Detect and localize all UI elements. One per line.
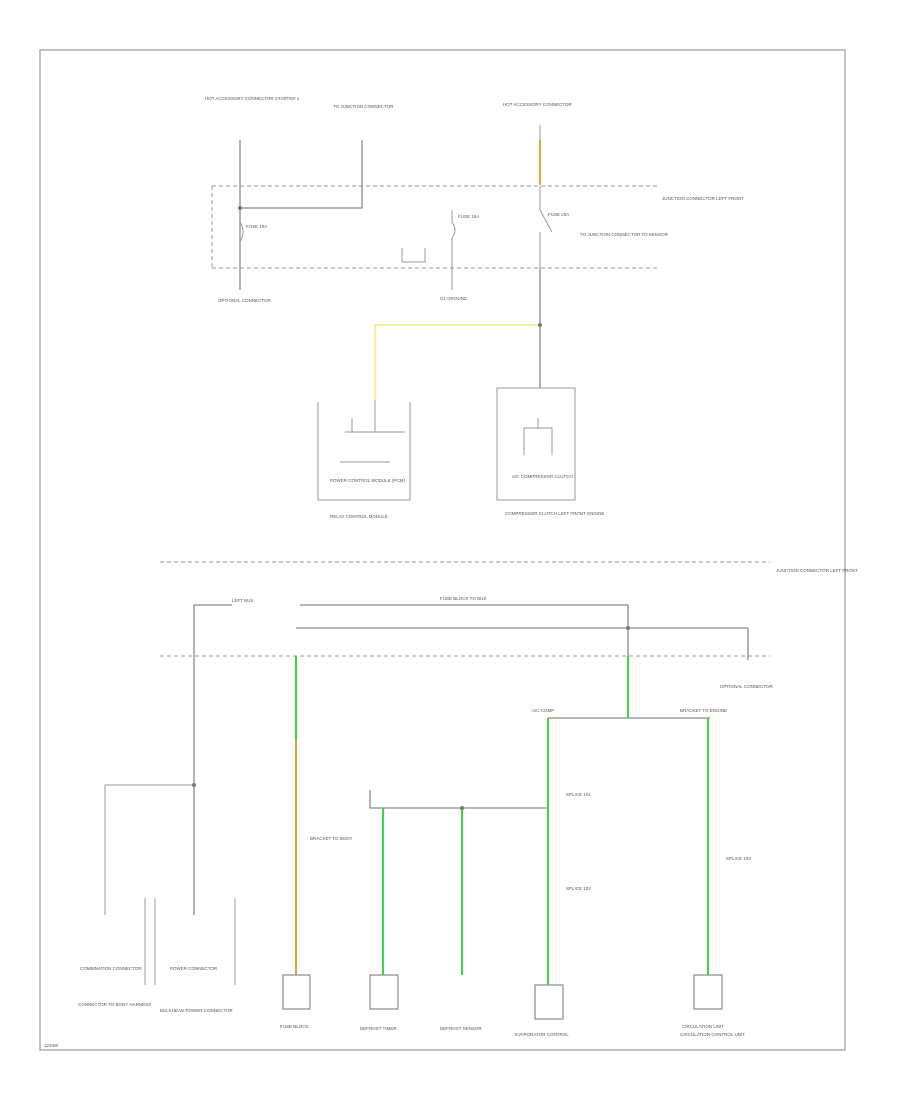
comp-2-label: POWER CONNECTOR — [170, 966, 218, 971]
fuse-right-label: FUSE 20A — [548, 212, 569, 217]
relay-switch-right — [539, 186, 553, 268]
splice-3-label: SPLICE 103 — [726, 856, 751, 861]
bus-second — [296, 627, 749, 660]
splice-left-top — [238, 206, 242, 210]
comp-8-label: CIRCULATION CONTROL UNIT — [680, 1032, 745, 1037]
evaporator-box — [534, 984, 564, 1020]
ground-mid-label: G1 GROUND — [440, 296, 468, 301]
comp-1-label: COMBINATION CONNECTOR — [80, 966, 142, 971]
compressor-clutch-symbol — [523, 418, 553, 455]
wire-yellow-branch — [374, 324, 540, 400]
branch-a-label: A/C COMP — [532, 708, 554, 713]
connector-block-label: JUNCTION CONNECTOR LEFT FRONT — [662, 196, 744, 201]
defrost-timer-box — [369, 974, 399, 1010]
wire-left-to-mid — [240, 140, 363, 209]
left-bus-label: LEFT BUS — [232, 598, 253, 603]
splice-left — [192, 783, 196, 787]
power-connector-box — [282, 974, 311, 1010]
comp-2-sublabel: BULKHEAD POWER CONNECTOR — [160, 1008, 233, 1013]
source-label-left: HOT ACCESSORY CONNECTOR STARTER 1 — [205, 96, 300, 101]
pcm-module-label: POWER CONTROL MODULE (PCM) — [330, 478, 405, 483]
source-label-mid: TO JUNCTION CONNECTOR — [333, 104, 394, 109]
corner-label: 1234W — [44, 1043, 59, 1048]
junction-right-label: JUNCTION CONNECTOR LEFT FRONT — [776, 568, 858, 573]
comp-7-label: CIRCULATION UNIT — [682, 1024, 724, 1029]
comp-3-label: FUSE BLOCK — [280, 1024, 309, 1029]
mid-bus-label: FUSE BLOCK TO BUS — [440, 596, 486, 601]
bracket-label: BRACKET TO BODY — [310, 836, 353, 841]
comp-4-label: DEFROST TIMER — [360, 1026, 397, 1031]
comp-6-label: EVAPORATOR CONTROL — [515, 1032, 569, 1037]
ground-symbol-mid — [401, 248, 426, 263]
bus-top — [300, 604, 629, 718]
compressor-module-sublabel: COMPRESSOR CLUTCH LEFT FRONT ENGINE — [505, 511, 604, 516]
splice-1-label: SPLICE 101 — [566, 792, 591, 797]
branch-b-label: BRACKET TO ENGINE — [680, 708, 727, 713]
optional-left-label: OPTIONAL CONNECTOR — [218, 298, 272, 303]
splice-2-label: SPLICE 102 — [566, 886, 591, 891]
pcm-internal-symbol — [340, 418, 405, 463]
optional-right-label: OPTIONAL CONNECTOR — [720, 684, 774, 689]
fuse-left-symbol — [239, 221, 244, 243]
pcm-module-outline — [317, 402, 411, 501]
source-label-right: HOT ACCESSORY CONNECTOR — [503, 102, 572, 107]
pcm-module-sublabel: RELAY CONTROL MODULE — [330, 514, 388, 519]
splice-row-dot — [460, 806, 464, 810]
comp-5-label: DEFROST SENSOR — [440, 1026, 482, 1031]
splice-bus — [626, 626, 630, 630]
bus-left — [193, 604, 232, 656]
wire-splice-row — [369, 790, 548, 809]
upper-section: HOT ACCESSORY CONNECTOR STARTER 1 TO JUN… — [205, 96, 744, 519]
lower-section: JUNCTION CONNECTOR LEFT FRONT LEFT BUS F… — [78, 568, 858, 1037]
compressor-module-label: A/C COMPRESSOR CLUTCH — [512, 474, 573, 479]
fuse-mid-symbol — [451, 210, 456, 290]
fuse-mid-label: FUSE 15A — [458, 214, 479, 219]
relay-note-label: TO JUNCTION CONNECTOR TO SENSOR — [580, 232, 669, 237]
wire-left-branch — [104, 784, 194, 915]
splice-yellow — [538, 323, 542, 327]
fuse-left-label: FUSE 10A — [246, 224, 267, 229]
circulation-box — [693, 974, 723, 1010]
compressor-module-outline — [496, 387, 576, 501]
connector-block-outline — [211, 185, 660, 269]
diagram-frame — [39, 49, 846, 1051]
comp-1-sublabel: CONNECTOR TO BODY HARNESS — [78, 1002, 151, 1007]
